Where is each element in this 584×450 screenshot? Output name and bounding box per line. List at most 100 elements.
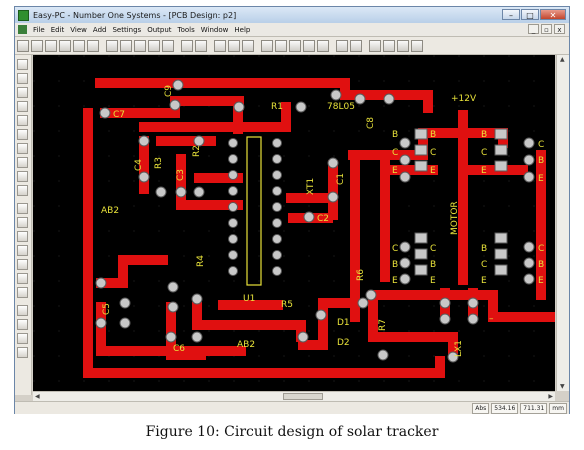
delete-icon[interactable]: [162, 39, 174, 52]
doc-minimize-button[interactable]: _: [528, 24, 539, 34]
pad[interactable]: [494, 144, 508, 156]
pad[interactable]: [193, 186, 205, 198]
menu-help[interactable]: Help: [234, 25, 251, 34]
tool-add-text-icon[interactable]: [17, 143, 28, 154]
pad[interactable]: [494, 232, 508, 244]
pad[interactable]: [414, 144, 428, 156]
new-file-icon[interactable]: [17, 39, 29, 52]
pad[interactable]: [447, 351, 459, 363]
pad[interactable]: [228, 202, 238, 212]
pad[interactable]: [523, 137, 535, 149]
pad[interactable]: [272, 138, 282, 148]
pad[interactable]: [365, 289, 377, 301]
save-icon[interactable]: [45, 39, 57, 52]
pad[interactable]: [138, 135, 150, 147]
pad[interactable]: [399, 257, 411, 269]
document-icon[interactable]: [18, 25, 27, 34]
menu-file[interactable]: File: [33, 25, 45, 34]
tool-report-icon[interactable]: [17, 319, 28, 330]
pad[interactable]: [399, 241, 411, 253]
pad[interactable]: [155, 186, 167, 198]
pad[interactable]: [399, 137, 411, 149]
pad[interactable]: [523, 257, 535, 269]
properties-icon[interactable]: [87, 39, 99, 52]
menu-add[interactable]: Add: [92, 25, 107, 34]
tool-add-track-icon[interactable]: [17, 87, 28, 98]
pad[interactable]: [272, 202, 282, 212]
minimize-button[interactable]: –: [502, 9, 520, 20]
ruler-icon[interactable]: [303, 39, 315, 52]
pad[interactable]: [357, 297, 369, 309]
pad[interactable]: [272, 266, 282, 276]
scroll-left-icon[interactable]: ◀: [35, 393, 40, 400]
menu-edit[interactable]: Edit: [50, 25, 65, 34]
duplicate-icon[interactable]: [148, 39, 160, 52]
horizontal-scroll-thumb[interactable]: [283, 393, 323, 400]
pad[interactable]: [191, 331, 203, 343]
pad[interactable]: [228, 250, 238, 260]
menu-view[interactable]: View: [70, 25, 87, 34]
layers-icon[interactable]: [275, 39, 287, 52]
tool-add-component-icon[interactable]: [17, 73, 28, 84]
drc-icon[interactable]: [336, 39, 348, 52]
pad[interactable]: [119, 317, 131, 329]
move-icon[interactable]: [195, 39, 207, 52]
pad[interactable]: [272, 154, 282, 164]
pad[interactable]: [523, 273, 535, 285]
view-3d-icon[interactable]: [261, 39, 273, 52]
pad[interactable]: [523, 171, 535, 183]
pad[interactable]: [295, 101, 307, 113]
pad[interactable]: [327, 191, 339, 203]
select-icon[interactable]: [181, 39, 193, 52]
menu-window[interactable]: Window: [200, 25, 229, 34]
pad[interactable]: [354, 93, 366, 105]
tool-rotate-icon[interactable]: [17, 287, 28, 298]
tool-settings-icon[interactable]: [17, 347, 28, 358]
pad[interactable]: [272, 186, 282, 196]
component-list-icon[interactable]: [369, 39, 381, 52]
tool-add-arc-icon[interactable]: [17, 157, 28, 168]
pad[interactable]: [439, 297, 451, 309]
tool-route-icon[interactable]: [17, 245, 28, 256]
pad[interactable]: [228, 170, 238, 180]
print-icon[interactable]: [59, 39, 71, 52]
pad[interactable]: [494, 264, 508, 276]
pad[interactable]: [494, 128, 508, 140]
maximize-button[interactable]: □: [521, 9, 539, 20]
tool-add-via-icon[interactable]: [17, 115, 28, 126]
zoom-out-icon[interactable]: [242, 39, 254, 52]
tool-mirror-icon[interactable]: [17, 273, 28, 284]
netlist-icon[interactable]: [350, 39, 362, 52]
measure-icon[interactable]: [317, 39, 329, 52]
tool-select-icon[interactable]: [17, 59, 28, 70]
pad[interactable]: [228, 218, 238, 228]
pad[interactable]: [167, 301, 179, 313]
pad[interactable]: [272, 234, 282, 244]
open-folder-icon[interactable]: [31, 39, 43, 52]
pad[interactable]: [191, 293, 203, 305]
paste-icon[interactable]: [134, 39, 146, 52]
pad[interactable]: [169, 99, 181, 111]
pan-icon[interactable]: [214, 39, 226, 52]
tool-check-icon[interactable]: [17, 305, 28, 316]
cut-icon[interactable]: [106, 39, 118, 52]
pad[interactable]: [228, 186, 238, 196]
pad[interactable]: [193, 135, 205, 147]
pad[interactable]: [494, 248, 508, 260]
pad[interactable]: [414, 232, 428, 244]
scroll-down-icon[interactable]: ▼: [560, 383, 565, 390]
pad[interactable]: [165, 331, 177, 343]
tool-connect-icon[interactable]: [17, 231, 28, 242]
pad[interactable]: [414, 264, 428, 276]
pad[interactable]: [414, 160, 428, 172]
pcb-canvas[interactable]: C7 C9 R1 78L05 C8 +12V C4 R3 C3 R2 XT1 C…: [33, 55, 555, 391]
pad[interactable]: [297, 331, 309, 343]
pad[interactable]: [523, 154, 535, 166]
print-preview-icon[interactable]: [73, 39, 85, 52]
horizontal-scrollbar[interactable]: ◀ ▶: [33, 391, 555, 401]
pad[interactable]: [399, 273, 411, 285]
pad[interactable]: [175, 186, 187, 198]
pad[interactable]: [414, 248, 428, 260]
copper-pour-icon[interactable]: [411, 39, 423, 52]
pad[interactable]: [272, 218, 282, 228]
